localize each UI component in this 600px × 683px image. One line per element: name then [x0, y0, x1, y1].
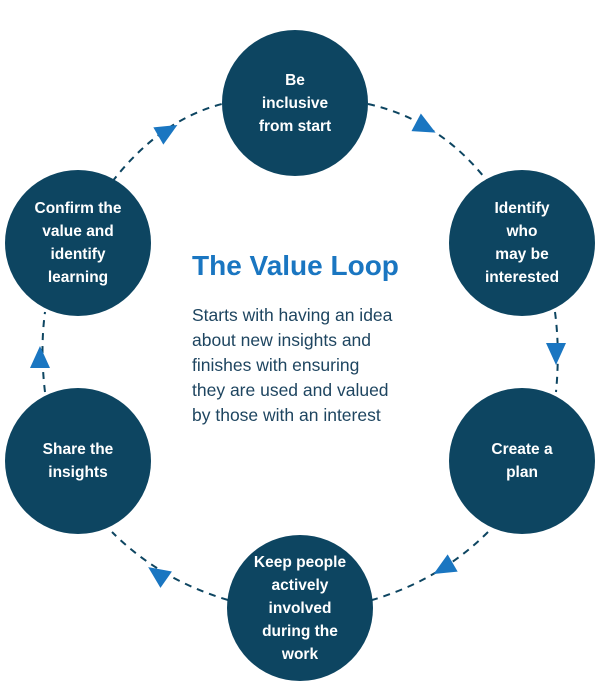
step-label: Keep people actively involved during the…: [253, 553, 347, 663]
step-label: Share the insights: [42, 441, 114, 481]
arrow-head-2: [546, 343, 566, 365]
step-identify-who: Identify who may be interested: [449, 170, 595, 316]
arrow-head-3: [433, 554, 458, 574]
step-label: Confirm the value and identify learning: [34, 200, 122, 286]
step-label: Create a plan: [491, 441, 553, 481]
step-keep-people-involved: Keep people actively involved during the…: [227, 535, 373, 681]
arrow-head-1: [411, 113, 436, 133]
step-be-inclusive: Be inclusive from start: [222, 30, 368, 176]
arrow-head-5: [30, 346, 50, 368]
step-confirm-value: Confirm the value and identify learning: [5, 170, 151, 316]
connector-6-1: [111, 103, 223, 183]
connector-1-2: [367, 103, 489, 183]
connector-3-4: [371, 531, 489, 601]
connector-4-5: [111, 531, 229, 601]
step-create-plan: Create a plan: [449, 388, 595, 534]
step-label: Identify who may be interested: [484, 200, 560, 286]
step-share-insights: Share the insights: [5, 388, 151, 534]
connector-5-6: [41, 311, 46, 393]
diagram-description: Starts with having an idea about new ins…: [192, 305, 393, 425]
arrow-head-6: [153, 125, 178, 145]
arrow-head-4: [148, 567, 172, 588]
step-label: Be inclusive from start: [258, 71, 332, 135]
diagram-title: The Value Loop: [192, 250, 399, 281]
